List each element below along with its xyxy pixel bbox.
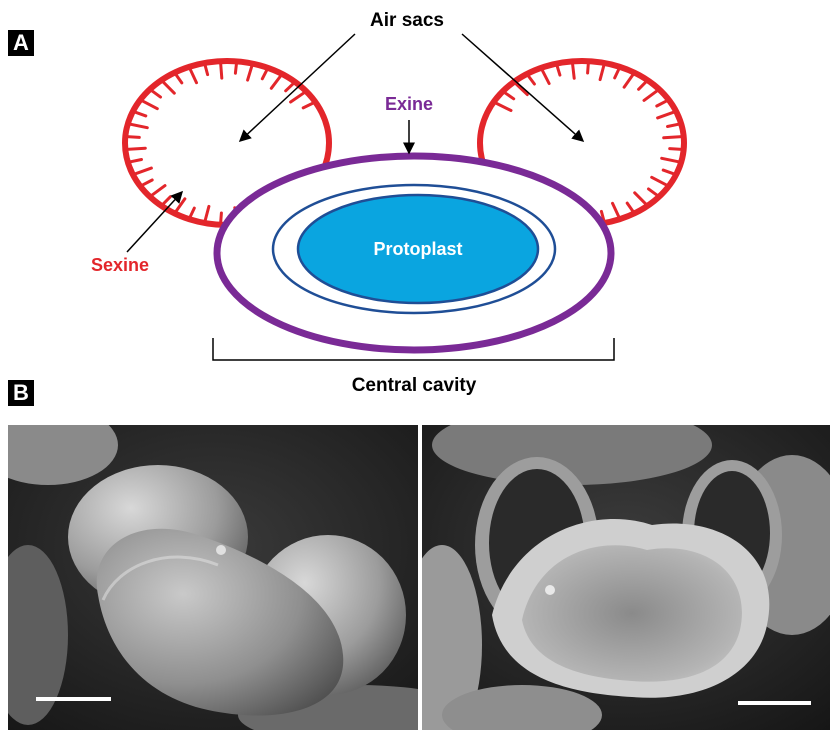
panel-label-b: B bbox=[8, 380, 34, 406]
sexine-spine bbox=[572, 61, 574, 78]
pollen-diagram: Protoplast Air sacs Exine Sexine Central… bbox=[0, 0, 830, 400]
sexine-spine bbox=[235, 61, 236, 73]
air-sacs-label: Air sacs bbox=[370, 10, 444, 31]
sem-micrograph-fractured-grain bbox=[422, 425, 830, 730]
central-cavity-label: Central cavity bbox=[352, 375, 477, 396]
scale-bar-right bbox=[738, 701, 811, 705]
intact-grain-image bbox=[8, 425, 418, 730]
fractured-grain-image bbox=[422, 425, 830, 730]
scale-bar-left bbox=[36, 697, 111, 701]
exine-label: Exine bbox=[385, 94, 433, 114]
sexine-spine bbox=[221, 213, 222, 225]
protoplast-label: Protoplast bbox=[373, 239, 462, 259]
sexine-spine bbox=[670, 149, 684, 150]
sexine-spine bbox=[221, 61, 222, 78]
sem-micrograph-intact-grain bbox=[8, 425, 418, 730]
sexine-spine bbox=[588, 61, 589, 73]
sexine-spine bbox=[125, 137, 139, 138]
sexine-spine bbox=[664, 137, 684, 138]
sexine-spine bbox=[125, 148, 145, 149]
sexine-label: Sexine bbox=[91, 255, 149, 275]
